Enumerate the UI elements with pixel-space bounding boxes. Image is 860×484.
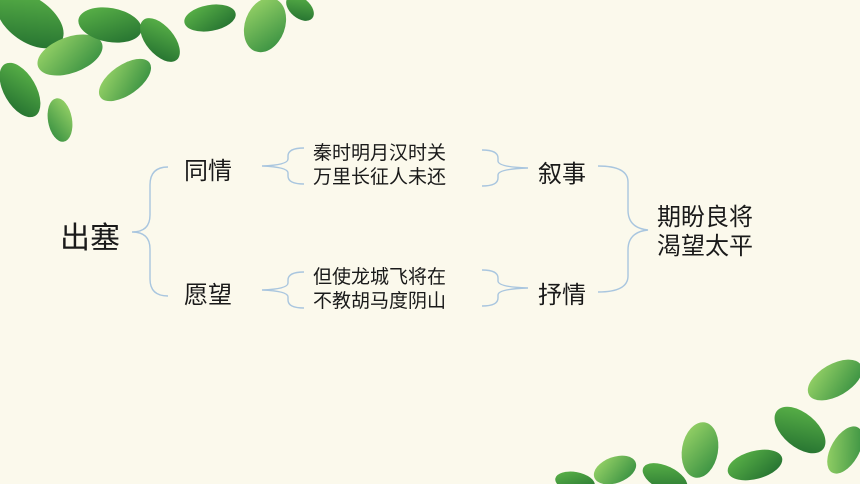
lower-right-bracket [481, 269, 529, 307]
result-narration: 叙事 [538, 160, 586, 188]
couplet-upper-line-1: 秦时明月汉时关 [313, 142, 447, 164]
final-bracket [597, 165, 649, 293]
upper-left-bracket [261, 147, 305, 185]
lower-left-bracket [261, 271, 305, 309]
result-lyricism: 抒情 [538, 281, 586, 309]
conclusion-line-1: 期盼良将 [657, 203, 753, 231]
branch-label-wish: 愿望 [184, 281, 232, 309]
couplet-upper: 秦时明月汉时关 万里长征人未还 [313, 141, 446, 189]
conclusion-line-2: 渴望太平 [657, 232, 753, 260]
conclusion: 期盼良将 渴望太平 [657, 203, 753, 261]
root-bracket [131, 166, 169, 297]
branch-label-sympathy: 同情 [184, 157, 232, 185]
couplet-lower-line-2: 不教胡马度阴山 [313, 290, 447, 312]
couplet-lower: 但使龙城飞将在 不教胡马度阴山 [313, 265, 446, 313]
root-title: 出塞 [60, 221, 120, 256]
couplet-lower-line-1: 但使龙城飞将在 [313, 266, 447, 288]
upper-right-bracket [481, 149, 529, 187]
couplet-upper-line-2: 万里长征人未还 [313, 166, 447, 188]
